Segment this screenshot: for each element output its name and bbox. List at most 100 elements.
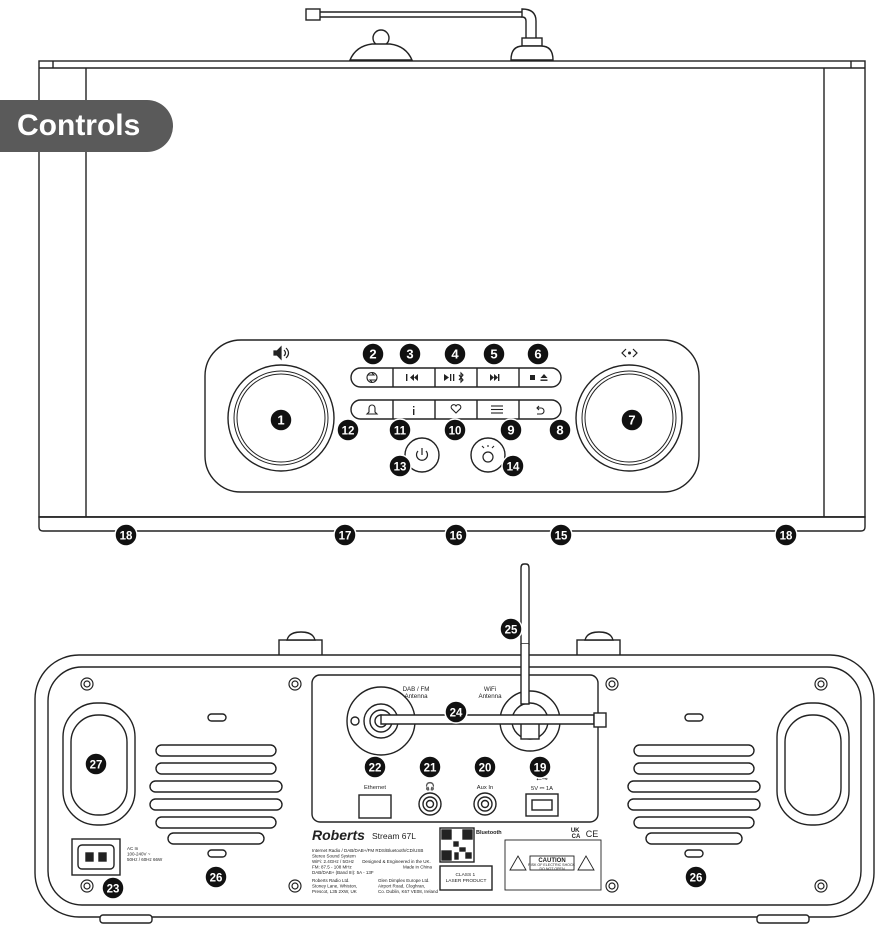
callout-number: 12 xyxy=(342,426,355,438)
carry-handle-right xyxy=(776,702,850,826)
callout-number: 21 xyxy=(424,763,437,775)
callout-13: 13 xyxy=(388,454,412,478)
callout-number: 2 xyxy=(369,347,376,362)
caution-label xyxy=(504,839,602,891)
callout-9: 9 xyxy=(499,418,523,442)
callout-number: 25 xyxy=(505,625,518,637)
callout-number: 4 xyxy=(451,347,459,362)
callout-badge xyxy=(363,755,387,779)
callout-number: 3 xyxy=(406,347,413,362)
callout-20: 20 xyxy=(473,755,497,779)
callout-3: 3 xyxy=(398,342,422,366)
stop-eject-icon[interactable] xyxy=(530,374,548,381)
callout-number: 22 xyxy=(369,763,382,775)
callout-26: 26 xyxy=(204,865,228,889)
callout-number: 5 xyxy=(490,347,497,362)
laser-label-box xyxy=(439,865,493,891)
callout-badge xyxy=(101,876,125,900)
callout-17: 17 xyxy=(333,523,357,547)
callout-number: 10 xyxy=(449,426,462,438)
next-icon[interactable] xyxy=(490,374,500,381)
aux-in-label: Aux In xyxy=(477,785,493,791)
callout-18: 18 xyxy=(114,523,138,547)
callout-badge xyxy=(482,342,506,366)
usb-symbol: ⭠⊸ xyxy=(536,776,548,783)
headphone-jack[interactable] xyxy=(418,792,442,816)
play-pause-bluetooth-icon[interactable] xyxy=(444,371,464,384)
callout-number: 26 xyxy=(210,873,223,885)
rear-antenna xyxy=(520,563,530,645)
ce-mark: CE xyxy=(586,829,599,839)
callout-number: 23 xyxy=(107,884,120,896)
callout-badge xyxy=(499,617,523,641)
qr-code xyxy=(439,827,475,863)
callout-number: 19 xyxy=(534,763,547,775)
ethernet-label: Ethernet xyxy=(364,785,386,791)
callout-4: 4 xyxy=(443,342,467,366)
ac-power-inlet[interactable] xyxy=(71,838,121,876)
laser-label: CLASS 1 LASER PRODUCT xyxy=(446,872,487,884)
menu-icon[interactable] xyxy=(491,405,503,414)
callout-badge xyxy=(333,523,357,547)
callout-number: 8 xyxy=(556,423,563,438)
rear-view xyxy=(34,563,875,924)
info-icon[interactable] xyxy=(413,406,415,415)
address-ie: Glen Dimplex Europe Ltd. Airport Road, C… xyxy=(378,878,439,894)
callout-number: 17 xyxy=(339,531,352,543)
front-view xyxy=(38,8,866,532)
callout-24: 24 xyxy=(444,700,468,724)
power-button[interactable] xyxy=(404,437,440,473)
callout-badge xyxy=(336,418,360,442)
callout-22: 22 xyxy=(363,755,387,779)
callout-badge xyxy=(774,523,798,547)
callout-7: 7 xyxy=(620,408,644,432)
callout-badge xyxy=(684,865,708,889)
callout-badge xyxy=(528,755,552,779)
ac-rating: AC In 100-240V ~ 50Hz / 60Hz 66W xyxy=(127,846,163,862)
favourite-heart-icon[interactable] xyxy=(450,404,462,414)
designed-text: Designed & Engineered in the UK. Made in… xyxy=(362,859,432,870)
alarm-icon[interactable] xyxy=(365,404,379,415)
callout-badge xyxy=(269,408,293,432)
callout-8: 8 xyxy=(548,418,572,442)
source-mode-icon[interactable] xyxy=(366,371,378,384)
callout-number: 6 xyxy=(534,347,541,362)
callout-badge xyxy=(444,523,468,547)
snooze-button[interactable] xyxy=(470,437,506,473)
callout-18: 18 xyxy=(774,523,798,547)
callout-19: 19 xyxy=(528,755,552,779)
ethernet-port[interactable] xyxy=(358,794,392,819)
callout-number: 18 xyxy=(120,531,133,543)
callout-badge xyxy=(473,755,497,779)
callout-27: 27 xyxy=(84,752,108,776)
aux-in-jack[interactable] xyxy=(473,792,497,816)
rear-cabinet xyxy=(34,654,875,918)
headphone-label: 🎧 xyxy=(425,781,435,791)
callout-2: 2 xyxy=(361,342,385,366)
top-button-row xyxy=(350,367,562,388)
usb-power-port[interactable] xyxy=(525,793,559,817)
bluetooth-mark: Bluetooth xyxy=(476,830,502,836)
callout-badge xyxy=(204,865,228,889)
caution-sub: RISK OF ELECTRIC SHOCK DO NOT OPEN xyxy=(528,863,576,871)
previous-icon[interactable] xyxy=(406,374,418,381)
brand-logo: Roberts xyxy=(312,827,365,843)
callout-15: 15 xyxy=(549,523,573,547)
vent-right xyxy=(627,713,761,858)
front-button-glyphs xyxy=(365,371,548,415)
screws xyxy=(80,677,828,893)
callout-1: 1 xyxy=(269,408,293,432)
callout-badge xyxy=(501,454,525,478)
callout-number: 18 xyxy=(780,531,793,543)
callout-number: 7 xyxy=(628,413,635,428)
callout-16: 16 xyxy=(444,523,468,547)
callout-badge xyxy=(84,752,108,776)
callout-number: 11 xyxy=(394,426,407,438)
section-title: Controls xyxy=(0,100,173,152)
callout-number: 20 xyxy=(479,763,492,775)
back-icon[interactable] xyxy=(536,405,545,415)
spec-text: Internet Radio / DAB/DAB+/FM RDS/Bluetoo… xyxy=(312,848,425,875)
